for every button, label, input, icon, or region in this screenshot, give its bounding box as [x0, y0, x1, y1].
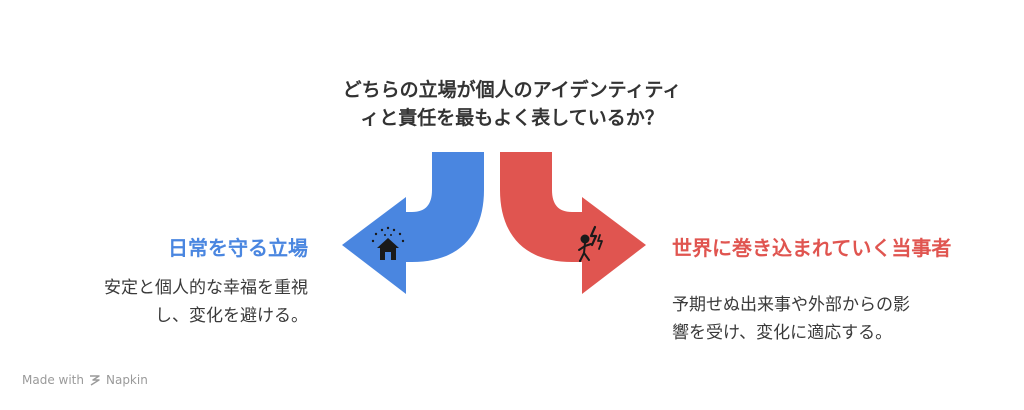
right-desc-line-1: 予期せぬ出来事や外部からの影 — [672, 295, 910, 315]
napkin-logo-icon — [89, 375, 100, 386]
left-title: 日常を守る立場 — [168, 236, 308, 260]
house-icon — [371, 226, 405, 260]
left-description: 安定と個人的な幸福を重視 し、変化を避ける。 — [8, 274, 308, 330]
left-desc-line-1: 安定と個人的な幸福を重視 — [104, 278, 308, 298]
right-arrow — [500, 152, 646, 294]
left-desc-line-2: し、変化を避ける。 — [155, 306, 308, 326]
question-line-1: どちらの立場が個人のアイデンティティ — [342, 79, 682, 101]
napkin-brand-label: Napkin — [105, 373, 148, 387]
footer-watermark: Made with Napkin — [22, 373, 148, 387]
question-line-2: ィと責任を最もよく表しているか？ — [360, 107, 664, 129]
made-with-label: Made with — [22, 373, 84, 387]
right-title: 世界に巻き込まれていく当事者 — [672, 236, 952, 260]
left-arrow — [342, 152, 484, 294]
lightning-person-icon — [578, 225, 603, 262]
right-desc-line-2: 響を受け、変化に適応する。 — [672, 323, 893, 343]
right-description: 予期せぬ出来事や外部からの影 響を受け、変化に適応する。 — [672, 291, 972, 347]
question-heading: どちらの立場が個人のアイデンティティ ィと責任を最もよく表しているか？ — [262, 76, 762, 132]
